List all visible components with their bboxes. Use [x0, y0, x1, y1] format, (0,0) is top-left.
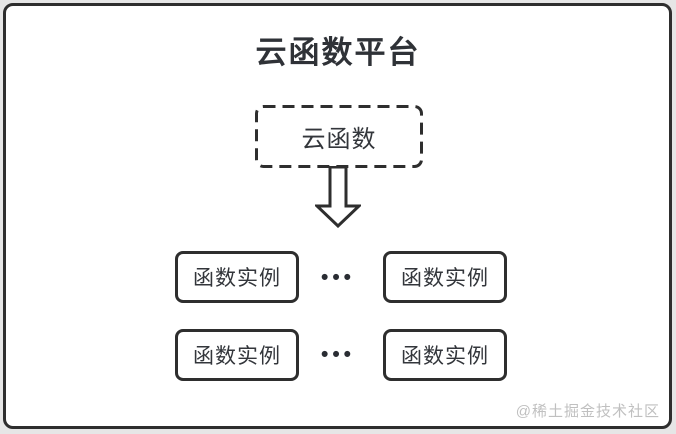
diagram-title: 云函数平台 — [255, 35, 421, 70]
function-instance-box: 函数实例 — [383, 329, 507, 381]
watermark-text: @稀土掘金技术社区 — [515, 403, 660, 420]
down-arrow-icon — [315, 166, 361, 228]
ellipsis-separator: ••• — [320, 266, 356, 289]
cloud-function-node-label: 云函数 — [301, 126, 377, 153]
function-instance-box: 函数实例 — [175, 329, 299, 381]
function-instance-box: 函数实例 — [175, 251, 299, 303]
cloud-function-node: 云函数 — [255, 105, 423, 168]
ellipsis-separator: ••• — [320, 343, 356, 366]
function-instance-box: 函数实例 — [383, 251, 507, 303]
